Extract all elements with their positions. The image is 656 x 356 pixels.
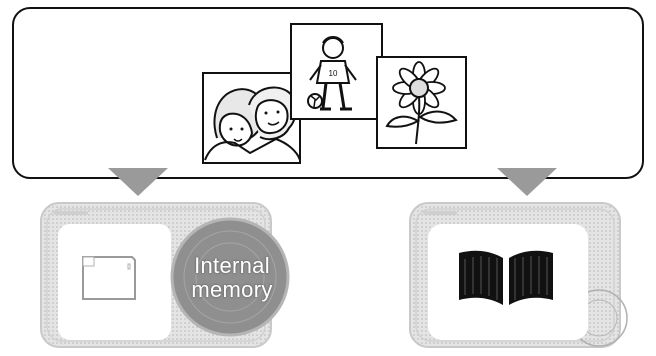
flower-photo — [377, 57, 466, 148]
memory-card-icon — [83, 257, 135, 299]
svg-text:10: 10 — [329, 69, 338, 78]
child-soccer-photo: 10 — [291, 24, 382, 119]
sample-photos: 10 — [0, 0, 656, 190]
camera-with-book-icon — [409, 202, 656, 350]
internal-memory-line-1: Internal — [190, 254, 274, 278]
down-arrow-left-icon — [108, 168, 168, 196]
internal-memory-label: Internal memory — [190, 254, 274, 302]
down-arrow-right-icon — [497, 168, 557, 196]
family-photo — [203, 73, 300, 163]
internal-memory-line-2: memory — [190, 278, 274, 302]
